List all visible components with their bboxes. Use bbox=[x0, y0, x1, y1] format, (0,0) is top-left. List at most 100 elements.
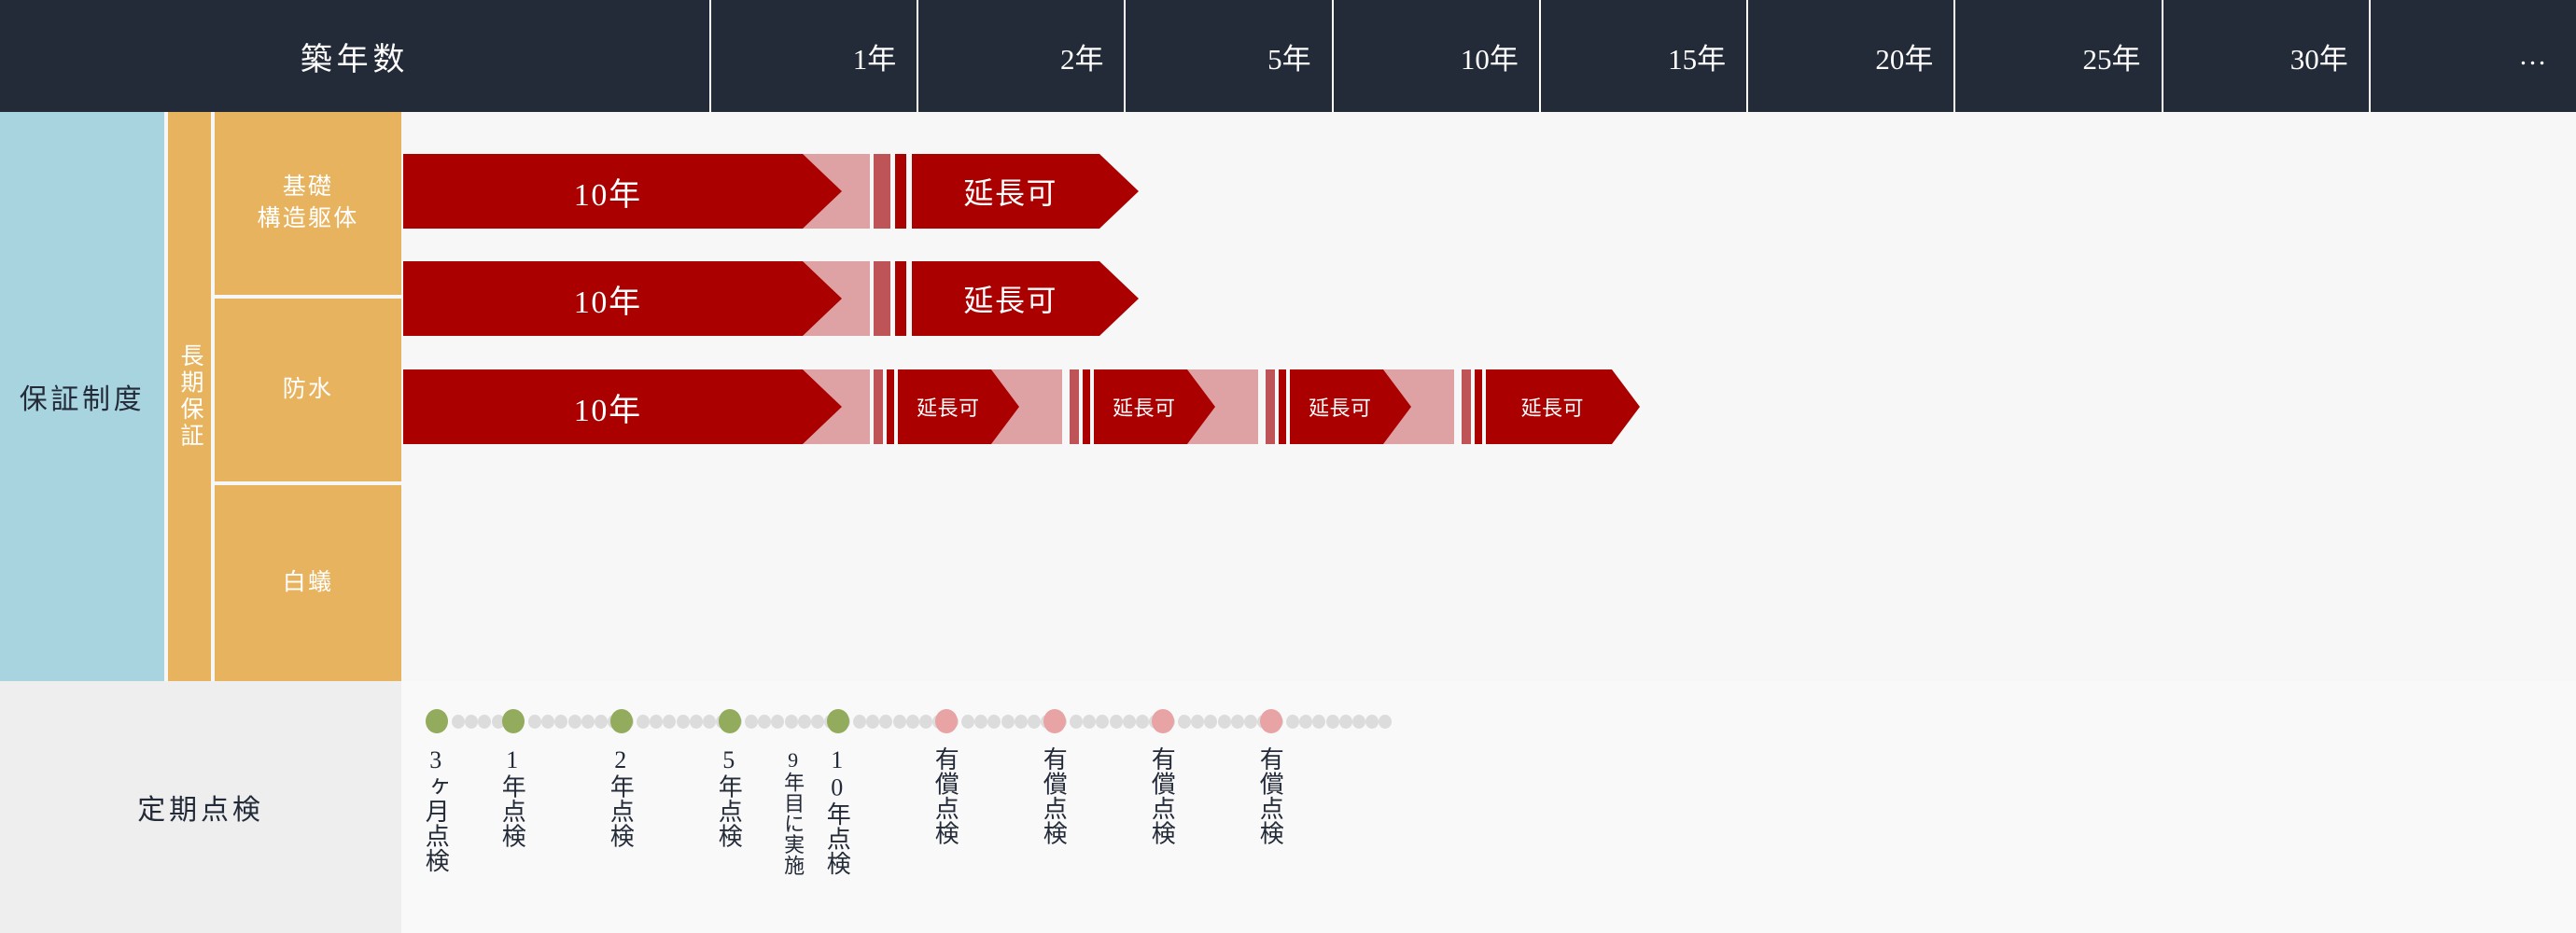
long-term-warranty-label: 長期保証 bbox=[168, 112, 211, 681]
segment-label: 延長可 bbox=[917, 397, 980, 420]
timeline-filler-dot bbox=[1325, 715, 1339, 729]
segment-label: 延長可 bbox=[963, 176, 1058, 210]
segment-divider-medium bbox=[874, 154, 890, 229]
segment-label: 延長可 bbox=[963, 284, 1058, 317]
inspection-marker-dot-5 bbox=[827, 709, 849, 733]
warranty-bar-row-1: 10年延長可 bbox=[403, 154, 2576, 229]
timeline-filler-dot bbox=[478, 715, 492, 729]
timeline-filler-dot bbox=[676, 715, 690, 729]
year-column-1: 1年 bbox=[709, 0, 917, 112]
timeline-filler-dot bbox=[637, 715, 650, 729]
timeline-filler-dot bbox=[703, 715, 716, 729]
timeline-filler-dot bbox=[1083, 715, 1097, 729]
warranty-row-label-1: 基礎 構造躯体 bbox=[215, 112, 401, 295]
segment-divider-medium-4 bbox=[1462, 369, 1471, 444]
warranty-row-label-text: 防水 bbox=[282, 377, 334, 403]
timeline-filler-dot bbox=[905, 715, 919, 729]
segment-divider-dark-1 bbox=[887, 369, 894, 444]
timeline-filler-dot bbox=[961, 715, 974, 729]
timeline-filler-dot bbox=[1379, 715, 1393, 729]
timeline-filler-dot bbox=[987, 715, 1001, 729]
year-column-label: 2年 bbox=[1059, 42, 1104, 76]
segment-label: 延長可 bbox=[1309, 397, 1372, 420]
timeline-filler-dot bbox=[1286, 715, 1299, 729]
extension-arrow-2: 延長可 bbox=[1094, 369, 1215, 444]
timeline-filler-dot bbox=[1365, 715, 1379, 729]
inspection-marker-label-3: 2年点検 bbox=[607, 746, 635, 849]
timeline-filler-dot bbox=[1230, 715, 1244, 729]
timeline-filler-dot bbox=[554, 715, 568, 729]
year-column-2: 2年 bbox=[917, 0, 1124, 112]
inspection-marker-dot-3 bbox=[610, 709, 633, 733]
inspection-marker-label-6: 有償点検 bbox=[931, 746, 959, 846]
inspection-marker-label-1: 3ヶ月点検 bbox=[422, 746, 450, 873]
year-column-4: 10年 bbox=[1331, 0, 1539, 112]
year-column-3: 5年 bbox=[1124, 0, 1331, 112]
segment-divider-medium bbox=[874, 261, 890, 336]
inspection-marker-dot-7 bbox=[1043, 709, 1066, 733]
year-column-9: … bbox=[2368, 0, 2576, 112]
year-column-label: 25年 bbox=[2082, 42, 2141, 76]
timeline-filler-dot bbox=[581, 715, 595, 729]
warranty-row-labels: 基礎 構造躯体防水白蟻 bbox=[215, 112, 401, 681]
timeline-filler-dot bbox=[1244, 715, 1257, 729]
year-column-label: 10年 bbox=[1460, 42, 1519, 76]
timeline-filler-dot bbox=[1070, 715, 1083, 729]
timeline-filler-dot bbox=[1352, 715, 1365, 729]
timeline-filler-dot bbox=[1312, 715, 1326, 729]
inspection-marker-dot-8 bbox=[1152, 709, 1174, 733]
warranty-row-label-2: 防水 bbox=[215, 299, 401, 481]
year-column-8: 30年 bbox=[2161, 0, 2369, 112]
timeline-filler-dot bbox=[452, 715, 465, 729]
timeline-filler-dot bbox=[919, 715, 932, 729]
timeline-filler-dot bbox=[758, 715, 772, 729]
year-column-label: 20年 bbox=[1875, 42, 1934, 76]
segment-divider-medium-1 bbox=[874, 369, 883, 444]
timeline-filler-dot bbox=[1028, 715, 1041, 729]
timeline-filler-dot bbox=[853, 715, 866, 729]
timeline-filler-dot bbox=[541, 715, 555, 729]
timeline-filler-dot bbox=[663, 715, 677, 729]
warranty-row-label-text: 白蟻 bbox=[282, 570, 334, 596]
extension-arrow-1: 延長可 bbox=[912, 154, 1139, 229]
year-column-label: 30年 bbox=[2289, 42, 2348, 76]
segment-label: 10年 bbox=[573, 393, 642, 428]
inspection-marker-label-7: 有償点検 bbox=[1040, 746, 1068, 846]
inspection-marker-note-5: 9年目に実施 bbox=[781, 748, 805, 876]
timeline-filler-dot bbox=[1122, 715, 1136, 729]
year-column-6: 20年 bbox=[1746, 0, 1953, 112]
year-column-label: 1年 bbox=[852, 42, 897, 76]
timeline-filler-dot bbox=[491, 715, 505, 729]
timeline-filler-dot bbox=[689, 715, 703, 729]
timeline-filler-dot bbox=[892, 715, 906, 729]
inspection-marker-dot-9 bbox=[1260, 709, 1282, 733]
timeline-filler-dot bbox=[745, 715, 758, 729]
warranty-bar-row-2: 10年 延長可 bbox=[403, 261, 2576, 336]
timeline-filler-dot bbox=[771, 715, 785, 729]
warranty-bar-row-3: 10年延長可延長可延長可延長可 bbox=[403, 369, 2576, 444]
warranty-row-label-text: 基礎 構造躯体 bbox=[257, 174, 359, 231]
extension-arrow-1: 延長可 bbox=[912, 261, 1139, 336]
timeline-filler-dot bbox=[1001, 715, 1015, 729]
timeline-filler-dot bbox=[974, 715, 988, 729]
timeline-filler-dot bbox=[1299, 715, 1313, 729]
timeline-filler-dot bbox=[1136, 715, 1149, 729]
segment-divider-dark bbox=[895, 261, 906, 336]
inspection-marker-label-4: 5年点検 bbox=[715, 746, 743, 849]
timeline-filler-dot bbox=[1014, 715, 1028, 729]
segment-label: 10年 bbox=[573, 285, 642, 320]
timeline-filler-dot bbox=[465, 715, 479, 729]
extension-arrow-3: 延長可 bbox=[1290, 369, 1411, 444]
timeline-filler-dot bbox=[879, 715, 893, 729]
extension-arrow-1: 延長可 bbox=[898, 369, 1019, 444]
segment-divider-medium-2 bbox=[1070, 369, 1079, 444]
inspection-marker-dot-2 bbox=[502, 709, 525, 733]
segment-divider-dark bbox=[895, 154, 906, 229]
header-title: 築年数 bbox=[300, 42, 410, 77]
warranty-section-label: 保証制度 bbox=[0, 112, 164, 681]
